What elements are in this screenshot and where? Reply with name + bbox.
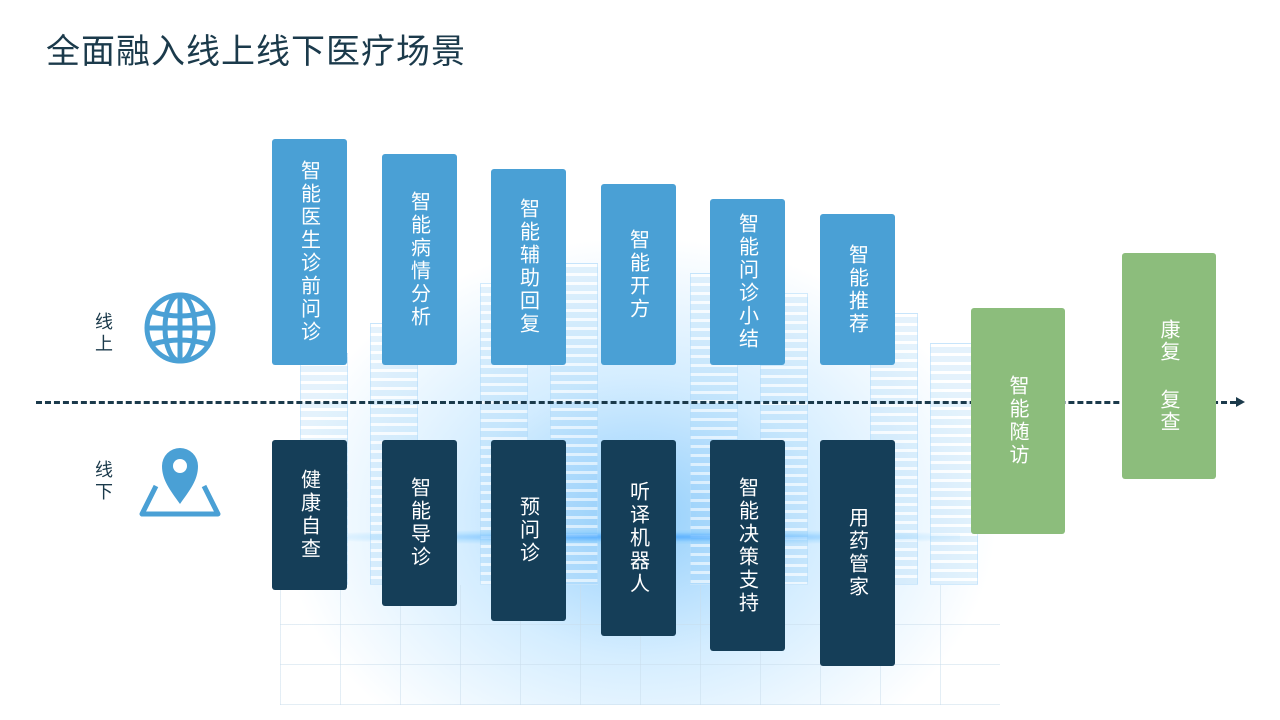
offline-item-label: 健康自查 [297, 469, 322, 561]
online-offline-divider-arrow [36, 401, 1236, 404]
online-item-box: 智能辅助回复 [491, 169, 566, 365]
offline-item-label: 智能决策支持 [735, 476, 760, 615]
location-pin-icon [139, 448, 221, 517]
followup-box: 智能随访 [971, 308, 1065, 534]
online-item-label: 智能医生诊前问诊 [297, 160, 322, 344]
online-label: 线上 [95, 312, 113, 355]
offline-label: 线下 [95, 460, 113, 503]
online-item-box: 智能问诊小结 [710, 199, 785, 365]
online-item-label: 智能推荐 [845, 243, 870, 336]
offline-item-box: 智能决策支持 [710, 440, 785, 651]
globe-icon [144, 292, 216, 364]
offline-item-label: 听译机器人 [626, 480, 651, 596]
offline-item-box: 听译机器人 [601, 440, 676, 636]
offline-item-label: 预问诊 [516, 496, 541, 565]
offline-item-box: 预问诊 [491, 440, 566, 621]
offline-item-label: 智能导诊 [407, 477, 432, 569]
page-title: 全面融入线上线下医疗场景 [46, 32, 466, 72]
arrow-head-icon [1236, 397, 1245, 407]
offline-item-label: 用药管家 [845, 507, 870, 599]
online-item-label: 智能问诊小结 [735, 213, 760, 351]
rehab-box: 康复 复查 [1122, 253, 1216, 479]
online-item-box: 智能开方 [601, 184, 676, 365]
online-item-label: 智能辅助回复 [516, 198, 541, 336]
online-item-label: 智能开方 [626, 228, 651, 321]
followup-label: 智能随访 [1006, 375, 1030, 467]
online-item-label: 智能病情分析 [407, 190, 432, 329]
offline-item-box: 健康自查 [272, 440, 347, 590]
online-item-box: 智能推荐 [820, 214, 895, 365]
online-item-box: 智能医生诊前问诊 [272, 139, 347, 365]
online-item-box: 智能病情分析 [382, 154, 457, 365]
offline-item-box: 智能导诊 [382, 440, 457, 606]
rehab-label: 康复 复查 [1157, 319, 1181, 433]
offline-item-box: 用药管家 [820, 440, 895, 666]
